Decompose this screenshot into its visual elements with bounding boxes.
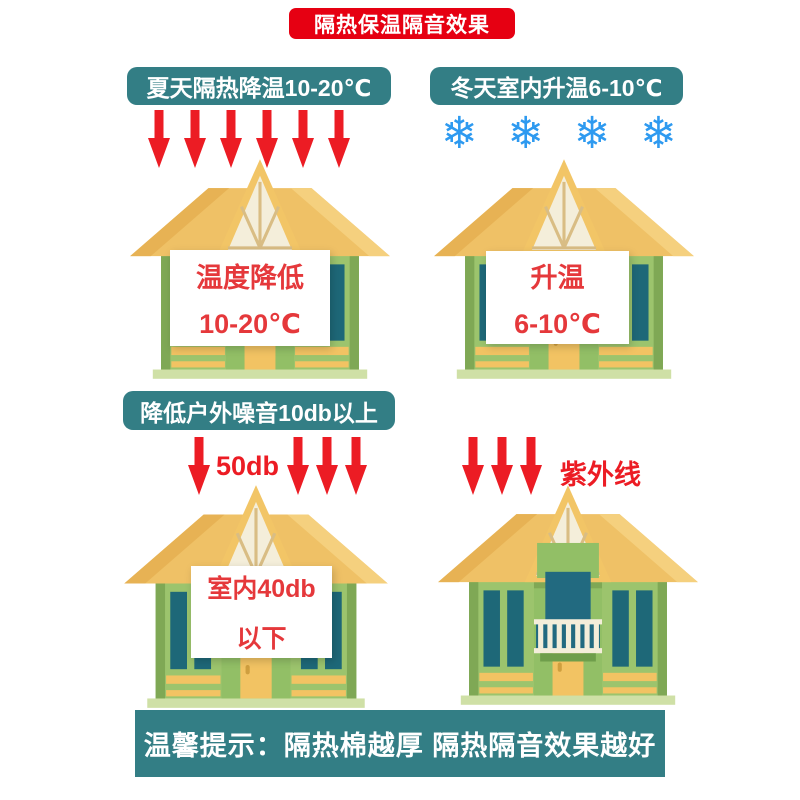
winter-result-label: 升温 6-10℃ xyxy=(486,251,629,344)
winter-snowflakes: ❄ ❄ ❄ ❄ xyxy=(441,108,677,160)
outdoor-noise-level: 50db xyxy=(216,451,280,481)
noise-arrow-single xyxy=(188,437,210,495)
snowflake-icon: ❄ xyxy=(507,109,545,158)
down-arrow-icon xyxy=(292,110,314,168)
uv-arrows-row: 紫外线 xyxy=(462,437,641,495)
down-arrow-icon xyxy=(462,437,484,495)
snowflake-icon: ❄ xyxy=(573,109,611,158)
page-title: 隔热保温隔音效果 xyxy=(314,13,490,37)
down-arrow-icon xyxy=(491,437,513,495)
down-arrow-icon xyxy=(328,110,350,168)
down-arrow-icon xyxy=(345,437,368,495)
winter-banner: 冬天室内升温6-10℃ xyxy=(430,67,683,105)
summer-banner-label: 夏天隔热降温10-20℃ xyxy=(146,75,372,101)
uv-arrow-group xyxy=(462,437,542,495)
down-arrow-icon xyxy=(184,110,206,168)
summer-banner: 夏天隔热降温10-20℃ xyxy=(127,67,391,105)
noise-arrows-row: 50db xyxy=(188,437,368,495)
winter-result-line2: 6-10℃ xyxy=(514,308,601,339)
down-arrow-icon xyxy=(287,437,310,495)
snowflake-icon: ❄ xyxy=(640,109,677,158)
footer-tip-text: 温馨提示：隔热棉越厚 隔热隔音效果越好 xyxy=(143,731,657,761)
winter-result-line1: 升温 xyxy=(530,262,585,293)
noise-arrow-group xyxy=(287,437,368,495)
down-arrow-icon xyxy=(316,437,339,495)
down-arrow-icon xyxy=(256,110,278,168)
title-banner: 隔热保温隔音效果 xyxy=(289,8,515,39)
house-illustration-uv xyxy=(436,483,700,707)
noise-banner-label: 降低户外噪音10db以上 xyxy=(140,399,378,426)
down-arrow-icon xyxy=(220,110,242,168)
summer-result-line2: 10-20℃ xyxy=(199,309,301,339)
summer-heat-arrows xyxy=(148,110,350,168)
snowflake-icon: ❄ xyxy=(441,109,478,158)
down-arrow-icon xyxy=(188,437,210,495)
uv-annotation: 紫外线 xyxy=(560,460,641,490)
summer-result-line1: 温度降低 xyxy=(196,263,304,293)
summer-result-label: 温度降低 10-20℃ xyxy=(170,250,330,346)
down-arrow-icon xyxy=(148,110,170,168)
noise-result-line1: 室内40db xyxy=(207,575,316,603)
down-arrow-icon xyxy=(520,437,542,495)
noise-result-line2: 以下 xyxy=(236,625,287,653)
noise-result-label: 室内40db 以下 xyxy=(191,566,332,658)
footer-tip-banner: 温馨提示：隔热棉越厚 隔热隔音效果越好 xyxy=(135,710,665,777)
winter-banner-label: 冬天室内升温6-10℃ xyxy=(450,75,663,101)
noise-banner: 降低户外噪音10db以上 xyxy=(123,391,395,430)
